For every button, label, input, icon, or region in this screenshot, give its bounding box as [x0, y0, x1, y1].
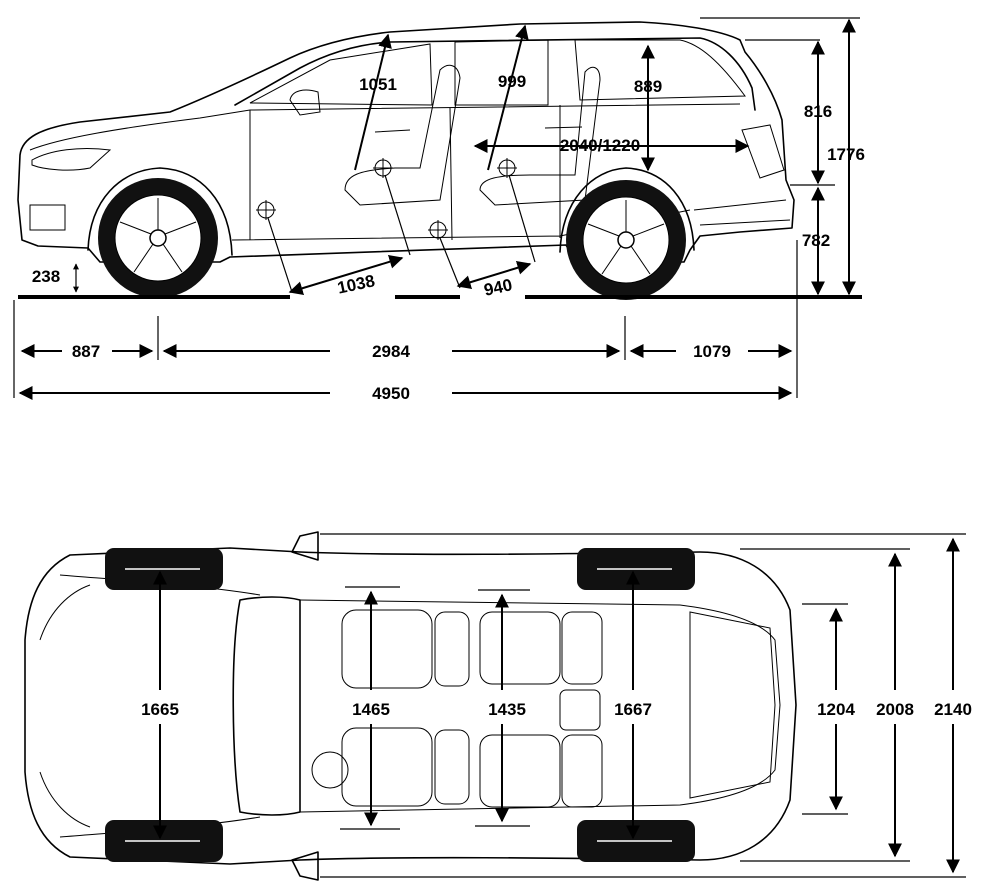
headroom-second-arrow: [487, 24, 529, 171]
side-view: 1051 999 889 2040/1220 816 1776 782 238 …: [13, 17, 865, 403]
side-window-b: [454, 39, 549, 106]
side-front-wheel: [87, 167, 233, 298]
label-headroom-second-row: 999: [498, 72, 526, 91]
side-door-lines: [231, 105, 691, 241]
label-overall-length: 4950: [372, 384, 410, 403]
legroom-front-leader: [267, 217, 293, 293]
label-cargo-opening-height: 816: [804, 102, 832, 121]
label-shoulder-room-front: 1465: [352, 700, 390, 719]
top-seats: [311, 609, 603, 808]
side-door-handles: [374, 126, 583, 133]
headroom-front-arrow: [354, 33, 392, 171]
top-rear-window: [689, 611, 776, 799]
label-shoulder-room-second-row: 1435: [488, 700, 526, 719]
side-window-c: [574, 39, 746, 101]
label-front-overhang: 887: [72, 342, 100, 361]
label-cargo-width: 1204: [817, 700, 855, 719]
side-rear-bumper: [693, 199, 791, 226]
top-view: 1665 1465 1435 1667 1204 2008 2140: [24, 531, 972, 881]
legroom-second-leader-2: [508, 174, 536, 263]
seating-reference-points: [256, 158, 517, 240]
top-body-outline: [24, 547, 797, 865]
label-width-excl-mirrors: 2008: [876, 700, 914, 719]
legroom-front-leader-2: [384, 174, 411, 256]
label-width-incl-mirrors: 2140: [934, 700, 972, 719]
label-wheelbase: 2984: [372, 342, 410, 361]
top-mirror-left: [291, 531, 319, 561]
legroom-second-leader: [439, 237, 461, 289]
side-second-seat: [479, 66, 601, 206]
top-windshield: [232, 596, 301, 816]
side-fog: [29, 204, 66, 231]
legroom-front-arrow: [288, 254, 404, 296]
label-overall-height: 1776: [827, 145, 865, 164]
side-taillight: [741, 124, 785, 179]
legroom-second-arrow: [456, 260, 532, 290]
label-ground-clearance: 238: [32, 267, 60, 286]
side-mirror: [289, 89, 321, 116]
side-window-a: [249, 43, 433, 106]
side-front-seat: [344, 64, 461, 206]
label-rear-track: 1667: [614, 700, 652, 719]
label-headroom-third-row: 889: [634, 77, 662, 96]
label-loading-sill-height: 782: [802, 231, 830, 250]
side-body-outline: [17, 21, 795, 263]
label-cargo-length: 2040/1220: [560, 136, 640, 155]
side-headlight: [31, 148, 112, 171]
label-legroom-front: 1038: [336, 271, 377, 297]
label-legroom-second-row: 940: [482, 275, 514, 299]
side-hood-line: [29, 103, 741, 151]
label-rear-overhang: 1079: [693, 342, 731, 361]
side-rear-wheel: [559, 167, 695, 300]
label-front-track: 1665: [141, 700, 179, 719]
label-headroom-front: 1051: [359, 75, 397, 94]
top-mirror-right: [291, 851, 319, 881]
top-roof: [299, 599, 781, 813]
